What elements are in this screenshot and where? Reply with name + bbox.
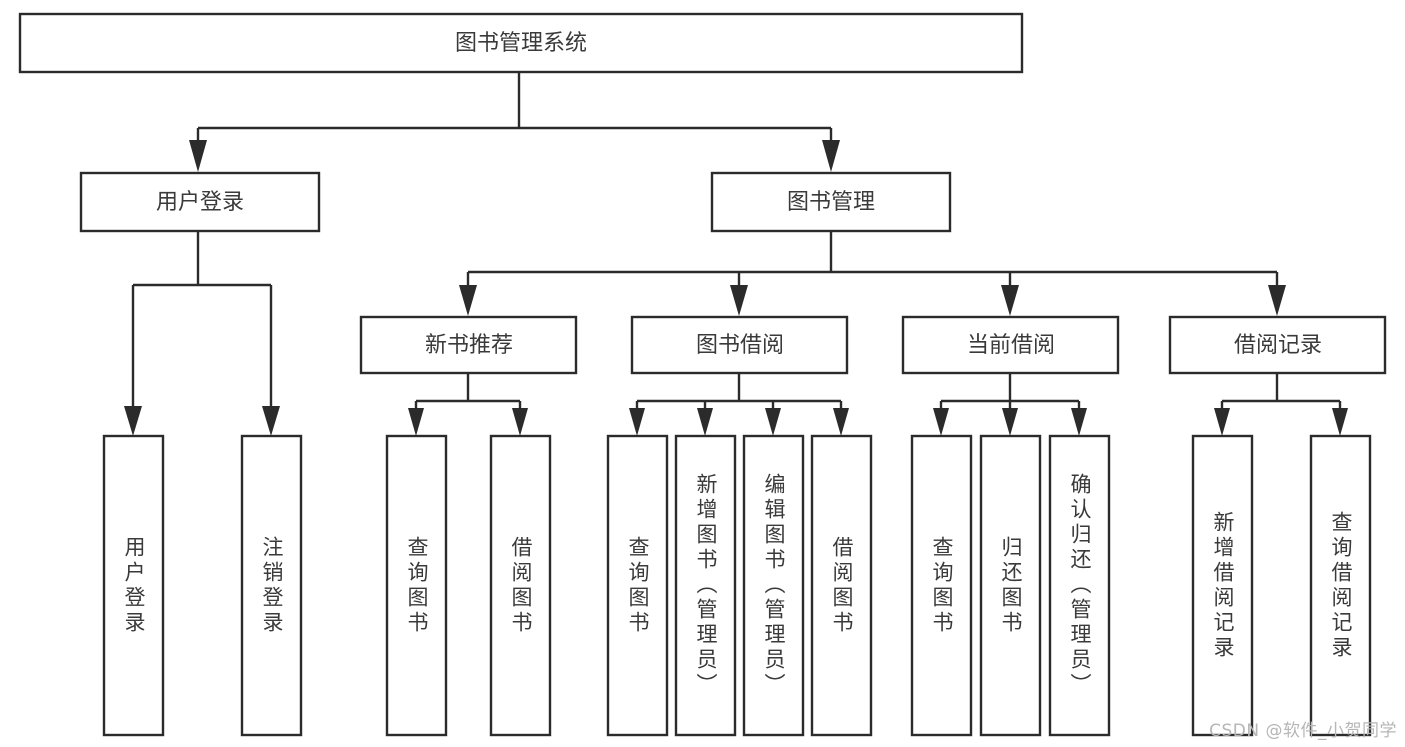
node-current-borrow[interactable] xyxy=(901,315,1120,375)
node-borrow-record-label: 借阅记录 xyxy=(1234,333,1322,358)
arrowhead-icon xyxy=(189,140,207,172)
node-new-book-rec[interactable] xyxy=(359,315,578,375)
node-book-manage-label: 图书管理 xyxy=(787,190,875,215)
arrowhead-icon xyxy=(124,406,142,436)
node-book-manage[interactable] xyxy=(710,171,952,233)
node-leaf-user-login[interactable] xyxy=(102,434,165,737)
arrowhead-icon xyxy=(1268,285,1286,316)
node-new-book-rec-label: 新书推荐 xyxy=(425,333,513,358)
arrowhead-icon xyxy=(262,406,280,436)
arrowhead-icon xyxy=(629,408,645,436)
node-root[interactable] xyxy=(18,12,1024,74)
arrowhead-icon xyxy=(1214,408,1230,436)
arrowhead-icon xyxy=(1071,408,1087,436)
arrowhead-icon xyxy=(765,408,781,436)
node-leaf-add-book[interactable] xyxy=(674,434,737,737)
node-user-login-label: 用户登录 xyxy=(156,190,244,215)
node-leaf-borrow-book-b[interactable] xyxy=(810,434,873,737)
node-leaf-edit-book[interactable] xyxy=(742,434,805,737)
arrowhead-icon xyxy=(1001,285,1019,316)
node-borrow-record[interactable] xyxy=(1168,315,1387,375)
watermark: CSDN @软件_小贺同学 xyxy=(1209,721,1397,741)
node-leaf-logout[interactable] xyxy=(240,434,303,737)
node-current-borrow-label: 当前借阅 xyxy=(967,333,1055,358)
arrowhead-icon xyxy=(1002,408,1018,436)
arrowhead-icon xyxy=(697,408,713,436)
arrowhead-icon xyxy=(1332,408,1348,436)
arrowhead-icon xyxy=(730,285,748,316)
node-root-label: 图书管理系统 xyxy=(455,31,587,56)
arrowhead-icon xyxy=(833,408,849,436)
arrowhead-icon xyxy=(822,140,840,172)
node-leaf-query-book-c[interactable] xyxy=(910,434,973,737)
arrowhead-icon xyxy=(459,285,477,316)
node-user-login[interactable] xyxy=(79,171,321,233)
node-leaf-query-book-b[interactable] xyxy=(606,434,669,737)
node-book-borrow[interactable] xyxy=(630,315,849,375)
node-book-borrow-label: 图书借阅 xyxy=(696,333,784,358)
arrowhead-icon xyxy=(408,408,424,436)
connector-group xyxy=(131,72,1342,408)
node-leaf-query-book-a[interactable] xyxy=(385,434,448,737)
arrowhead-icon xyxy=(512,408,528,436)
arrowhead-icon xyxy=(933,408,949,436)
node-leaf-borrow-book-a[interactable] xyxy=(489,434,552,737)
node-leaf-add-record[interactable] xyxy=(1191,434,1254,737)
node-leaf-confirm-return[interactable] xyxy=(1048,434,1111,737)
arrowhead-group xyxy=(124,140,1348,436)
node-leaf-query-record[interactable] xyxy=(1309,434,1372,737)
node-leaf-return-book[interactable] xyxy=(979,434,1042,737)
